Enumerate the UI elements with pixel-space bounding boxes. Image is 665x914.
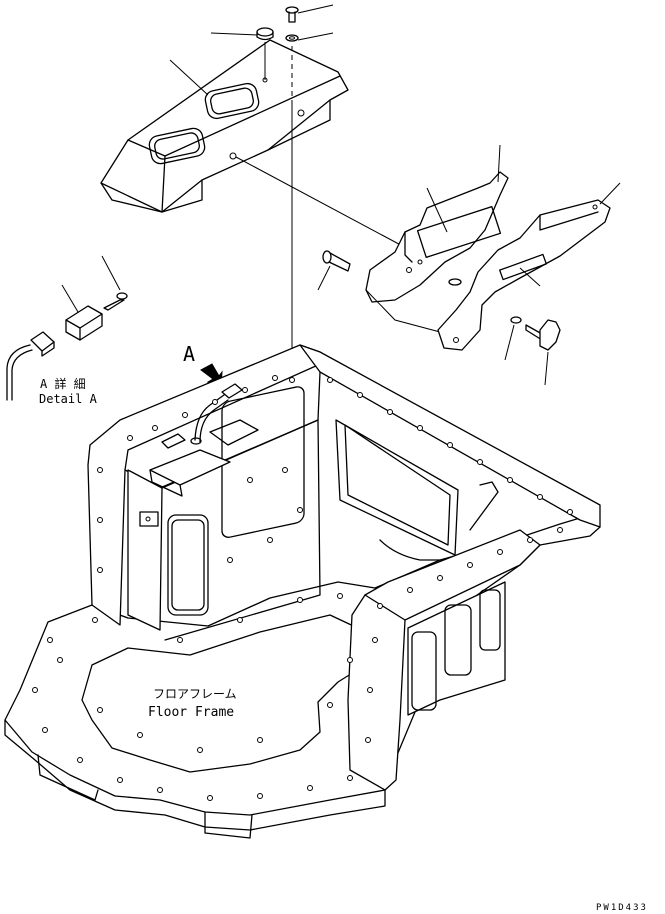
cover-leader (169, 59, 209, 96)
cap-part (210, 27, 274, 80)
assembly-line (235, 156, 411, 251)
drawing-code: PW1D433 (596, 903, 648, 913)
knob-part (504, 316, 561, 386)
console-cover (100, 39, 349, 213)
detail-letter: A (183, 342, 195, 366)
floor-frame (4, 344, 601, 839)
detail-marker: A (183, 342, 223, 386)
detail-a: A 詳 細 Detail A (6, 255, 128, 406)
bracket-bolt (317, 250, 351, 291)
bracket-left (365, 144, 509, 333)
frame-holes (32, 375, 573, 801)
floor-frame-label-en: Floor Frame (148, 705, 234, 720)
detail-a-en: Detail A (39, 392, 98, 406)
bolt-part (285, 4, 334, 380)
detail-a-jp: A 詳 細 (40, 376, 86, 391)
bracket-right (437, 182, 621, 351)
floor-frame-label-jp: フロアフレーム (153, 687, 237, 701)
